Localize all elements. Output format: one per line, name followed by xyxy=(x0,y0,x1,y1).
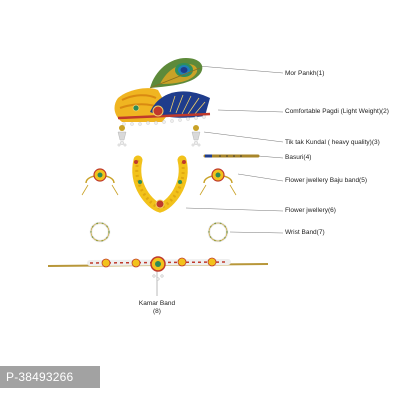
pagdi-turban-icon xyxy=(114,88,211,126)
label-wrist-band: Wrist Band(7) xyxy=(285,229,325,236)
armlet-icon xyxy=(81,168,237,196)
label-baju-band: Flower jwellery Baju band(5) xyxy=(285,177,368,184)
watermark: P-38493266 xyxy=(0,366,100,388)
label-basuri: Basuri(4) xyxy=(285,154,312,161)
leader-lines xyxy=(156,65,284,296)
wrist-band-icon xyxy=(89,221,229,243)
label-flower-jwellery: Flower jwellery(6) xyxy=(285,207,336,214)
label-pagdi: Comfortable Pagdi (Light Weight)(2) xyxy=(285,108,389,115)
label-kamar-band: Kamar Band (8) xyxy=(127,300,187,316)
flower-necklace-icon xyxy=(132,155,188,213)
label-kundal: Tik tak Kundal ( heavy quality)(3) xyxy=(285,139,380,146)
label-mor-pankh: Mor Pankh(1) xyxy=(285,70,325,77)
label-kamar-band-name: Kamar Band xyxy=(138,300,176,307)
waist-belt-icon xyxy=(47,256,269,281)
flute-icon xyxy=(203,154,260,158)
earring-icon xyxy=(117,125,201,147)
peacock-feather-icon xyxy=(149,58,203,89)
label-kamar-band-number: (8) xyxy=(153,308,161,315)
